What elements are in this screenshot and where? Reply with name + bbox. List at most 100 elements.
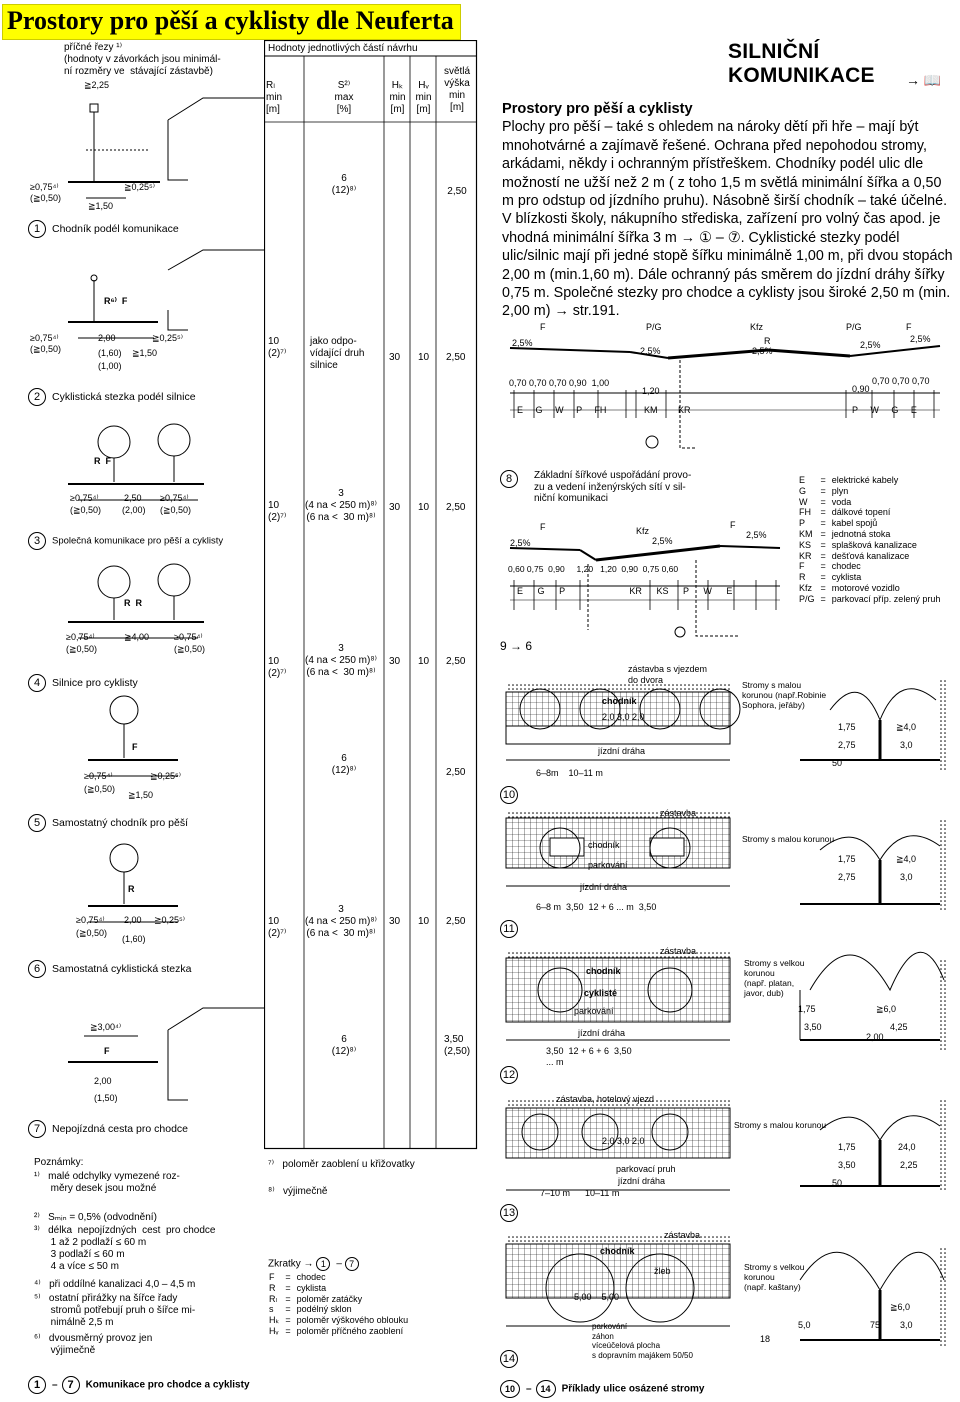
sec4-dim-c: ≧4,00 [124,632,150,642]
fig12-label-1: cyklisté [584,988,618,998]
sec2-dim-e: (1,00) [98,361,122,371]
sec6-dim-a: ≥0,75⁴⁾ [76,915,105,925]
fig12-label-0: chodník [586,966,621,976]
cross-section-drawings [68,97,264,1101]
fig14-label-2: parkování záhon víceúčelová plocha s dop… [592,1322,693,1360]
fig11-tree-dim-3: 3,0 [900,872,913,882]
fig11-label-1: parkování [588,860,628,870]
d8b-slope-1: 2,5% [510,538,531,548]
fig9-ref: 9 → 6 [500,639,533,653]
fig12-label-2: parkování [574,1006,614,1016]
fig14-dims: 5,00 5,00 [574,1292,620,1302]
fig11-num: 11 [500,920,524,938]
fig11-tree-dim-0: 1,75 [838,854,856,864]
sec3-dim-a: ≥0,75⁴⁾ [70,493,99,503]
sec1-dim-b: (≧0,50) [30,193,62,203]
fig11-tree-dim-2: 2,75 [838,872,856,882]
fig10-tree-dim-1: ≧4,0 [896,722,917,732]
d8-label-pg1: P/G [646,322,662,332]
note-4: ⁴⁾ při oddílné kanalizaci 4,0 – 4,5 m [34,1279,196,1290]
d8-codes-left: E G W P FH [517,405,607,415]
sec3-hv: 10 [418,502,430,513]
header-hv: Hᵥ min [m] [415,80,432,115]
abbrev-table: F=chodec R=cyklista Rₗ=poloměr zatáčky s… [269,1272,409,1336]
fig13-tree-dim-2: 3,50 [838,1160,856,1170]
body-text: Prostory pro pěší a cyklisty Plochy pro … [502,100,954,321]
fig12-tree-dim-4: 2,00 [866,1032,884,1042]
fig12-tree-dim-1: ≧6,0 [876,1004,897,1014]
d8-label-f2: F [906,322,912,332]
d8-label-kfz: Kfz [750,322,764,332]
abbrev-title: Zkratky → 1– 7 [268,1257,365,1271]
sec7-dim-a: ≧3,00⁴⁾ [90,1022,122,1032]
fig13-label-0: parkovací pruh [616,1164,676,1174]
fig13-num: 13 [500,1204,524,1222]
sec2-dim-f: ≧1,50 [132,348,158,358]
fig12-label-3: jízdní dráha [578,1028,626,1038]
fig13-tree-label: Stromy s malou korunou [734,1120,827,1130]
sec2-hk: 30 [389,352,401,363]
sec2-dim-g: ≧0,25⁵⁾ [152,333,183,343]
d8-slope-1: 2,5% [512,338,533,348]
sec3-dim-d: (2,00) [122,505,146,515]
fig12-bottom: 3,50 12 + 6 + 6 3,50 ... m [546,1046,632,1067]
note-6: ⁶⁾ dvousměrný provoz jen výjimečně [34,1333,153,1356]
d8b-codes: E G P KR KS P W E [517,586,733,596]
fig11-label-2: jízdní dráha [580,882,628,892]
fig10-tree-dim-2: 2,75 [838,740,856,750]
fig10-tree-dim-4: 50 [832,758,843,768]
sec3-hk: 30 [389,502,401,513]
fig13-bottom: 7–10 m 10–11 m [540,1188,620,1198]
sec3-dim-e: ≥0,75⁴⁾ [160,493,189,503]
sec3-dim-c: 2,50 [124,493,142,503]
note-3: ³⁾ délka nepojízdných cest pro chodce 1 … [34,1225,216,1272]
sec6-hk: 30 [389,916,401,927]
fig11-tree-dim-1: ≧4,0 [896,854,917,864]
street-figures [505,680,946,1346]
sec2-h: 2,50 [446,352,466,363]
sec2-dim-d: (1,60) [98,348,122,358]
note-8: ⁸⁾ výjimečně [268,1186,328,1197]
sec5-dim-a: ≥0,75⁴⁾ [84,771,113,781]
sec3-r: 10 (2)⁷⁾ [268,500,287,523]
fig11-label-0: chodník [588,840,620,850]
sec4-dim-b: (≧0,50) [66,644,98,654]
fig11-tree-label: Stromy s malou korunou [742,834,835,844]
sec2-r: 10 (2)⁷⁾ [268,336,287,359]
sec4-h: 2,50 [446,656,466,667]
d8-slope-2: 2,5% [640,346,661,356]
sec2-dim-b: (≧0,50) [30,344,62,354]
d8-dims-far: 0,70 0,70 0,70 [872,376,930,386]
sec1-s: 6 (12)⁸⁾ [331,173,357,196]
sec4-dim-a: ≥0,75⁴⁾ [66,632,95,642]
sec5-dim-b: (≧0,50) [84,784,116,794]
sec7-s: 6 (12)⁸⁾ [331,1034,357,1057]
sec7-h: 3,50 (2,50) [444,1034,471,1057]
d8-dims-left: 0,70 0,70 0,70 0,90 1,00 [509,378,610,388]
d8-dims-mid: 1,20 [642,386,660,396]
sec4-s: 3 (4 na < 250 m)⁸⁾ (6 na < 30 m)⁸⁾ [305,643,377,678]
sec3-h: 2,50 [446,502,466,513]
sec3-dim-b: (≧0,50) [70,505,102,515]
sec2-hv: 10 [418,352,430,363]
fig13-top: zástavba, hotelový vjezd [556,1094,655,1104]
sec6-dim-e: ≧0,25⁵⁾ [154,915,185,925]
sec5-dim-c: ≧1,50 [128,790,154,800]
sec5-dim-d: ≧0,25⁵⁾ [150,771,181,781]
d8b-label-f1: F [540,522,546,532]
d8-codes-mid: KM KR [644,405,691,415]
sec7-dim-f: F [104,1046,110,1056]
sec4-hv: 10 [418,656,430,667]
d8-slope-3: 2,5% [752,346,773,356]
fig10-top: zástavba s vjezdem do dvora [628,664,708,685]
header-height: světlá výška min [m] [443,66,471,113]
d8b-slope-2: 2,5% [652,536,673,546]
fig10-tree-dim-3: 3,0 [900,740,913,750]
d8-codes-right: P W G E [852,405,917,415]
fig13-tree-dim-1: 24,0 [898,1142,916,1152]
sec4-dim-rr: R R [124,598,142,608]
sec2-dim-a: ≥0,75⁴⁾ [30,333,59,343]
sec2-s: jako odpo- vídající druh silnice [310,336,365,371]
